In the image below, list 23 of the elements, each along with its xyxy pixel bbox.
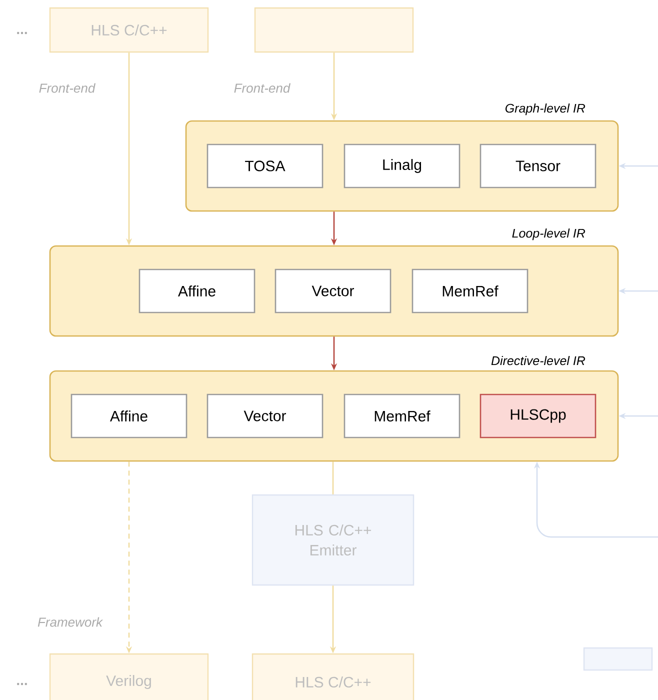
dialect-box: Linalg <box>344 144 460 188</box>
node-label: Graph-level IR <box>505 103 586 116</box>
source-box <box>254 7 414 53</box>
edge-label: Framework <box>38 617 104 627</box>
dialect-box: MemRef <box>344 394 460 438</box>
emitter-box: HLS C/C++ Emitter <box>252 494 414 586</box>
target-box: HLS C/C++ <box>252 653 414 700</box>
node-label: Loop-level IR <box>512 228 586 240</box>
edge-label: Front-end <box>234 83 291 93</box>
ellipsis: ... <box>17 32 27 34</box>
dialect-box: HLSCpp <box>480 394 596 438</box>
source-box: HLS C/C++ <box>49 7 209 53</box>
dialect-box: Tensor <box>480 144 596 188</box>
dialect-box: TOSA <box>206 144 324 188</box>
ellipsis: ... <box>17 682 27 686</box>
dialect-box: Affine <box>70 394 188 438</box>
edge-label: Front-end <box>39 83 96 93</box>
node-label: Directive-level IR <box>491 356 586 366</box>
dialect-box: Vector <box>206 394 324 438</box>
target-box: Verilog <box>49 653 209 700</box>
dialect-box: MemRef <box>412 268 528 314</box>
dialect-box: Affine <box>138 268 256 314</box>
dialect-box: Vector <box>274 268 392 314</box>
